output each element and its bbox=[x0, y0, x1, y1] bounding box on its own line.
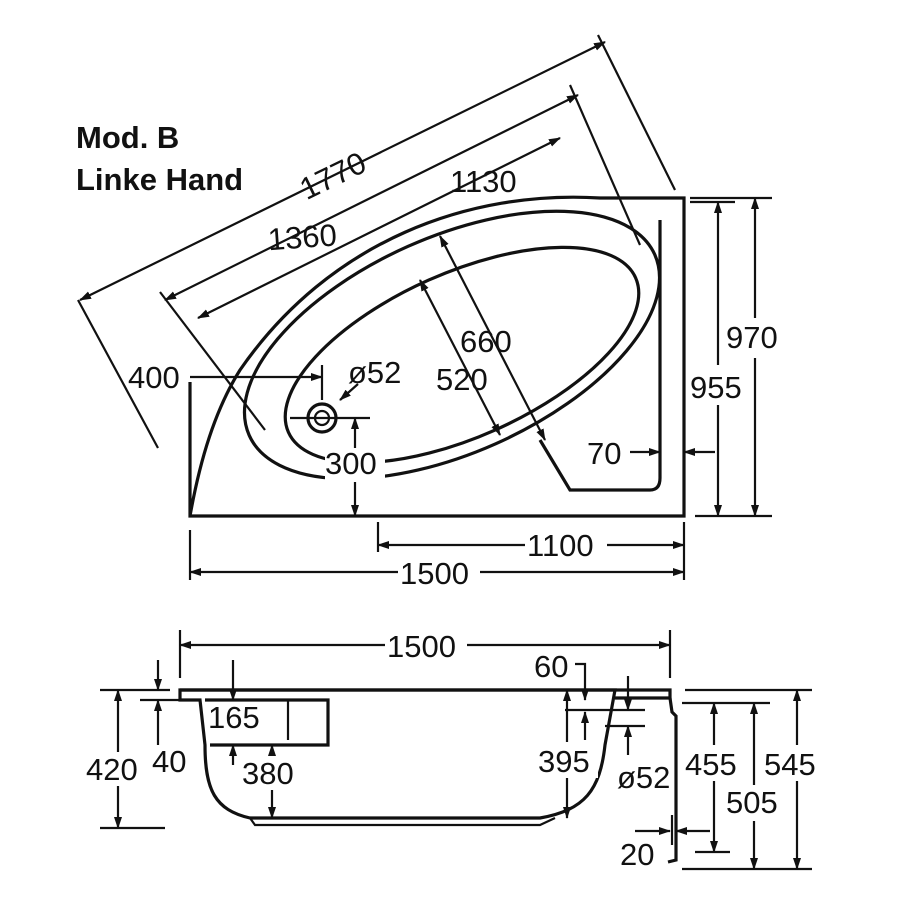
side-dim-60: 60 bbox=[534, 649, 568, 684]
side-dim-455: 455 bbox=[685, 747, 737, 782]
side-dim-505: 505 bbox=[726, 785, 778, 820]
side-dim-420: 420 bbox=[86, 752, 138, 787]
side-dim-380: 380 bbox=[242, 756, 294, 791]
side-dim-40: 40 bbox=[152, 744, 186, 779]
dim-1360: 1360 bbox=[267, 217, 338, 257]
model-subtitle: Linke Hand bbox=[76, 162, 243, 197]
dim-1500: 1500 bbox=[400, 556, 469, 591]
top-view-outline bbox=[188, 195, 686, 518]
dim-1770: 1770 bbox=[294, 145, 371, 207]
dim-400: 400 bbox=[128, 360, 180, 395]
dim-drain-diameter: ø52 bbox=[348, 355, 401, 390]
dim-660: 660 bbox=[460, 324, 512, 359]
dim-300: 300 bbox=[325, 446, 377, 481]
side-dim-545: 545 bbox=[764, 747, 816, 782]
dim-70: 70 bbox=[587, 436, 621, 471]
diagonal-dimensions bbox=[77, 34, 676, 449]
dim-1100: 1100 bbox=[527, 528, 594, 563]
side-dim-165: 165 bbox=[208, 700, 260, 735]
model-title: Mod. B bbox=[76, 120, 179, 155]
side-dim-395: 395 bbox=[538, 744, 590, 779]
dim-955: 955 bbox=[690, 370, 742, 405]
side-dim-1500: 1500 bbox=[387, 629, 456, 664]
side-dim-overflow-diameter: ø52 bbox=[617, 760, 670, 795]
dim-520: 520 bbox=[436, 362, 488, 397]
side-dim-20: 20 bbox=[620, 837, 654, 872]
dim-970: 970 bbox=[726, 320, 778, 355]
dim-1130: 1130 bbox=[450, 164, 517, 199]
